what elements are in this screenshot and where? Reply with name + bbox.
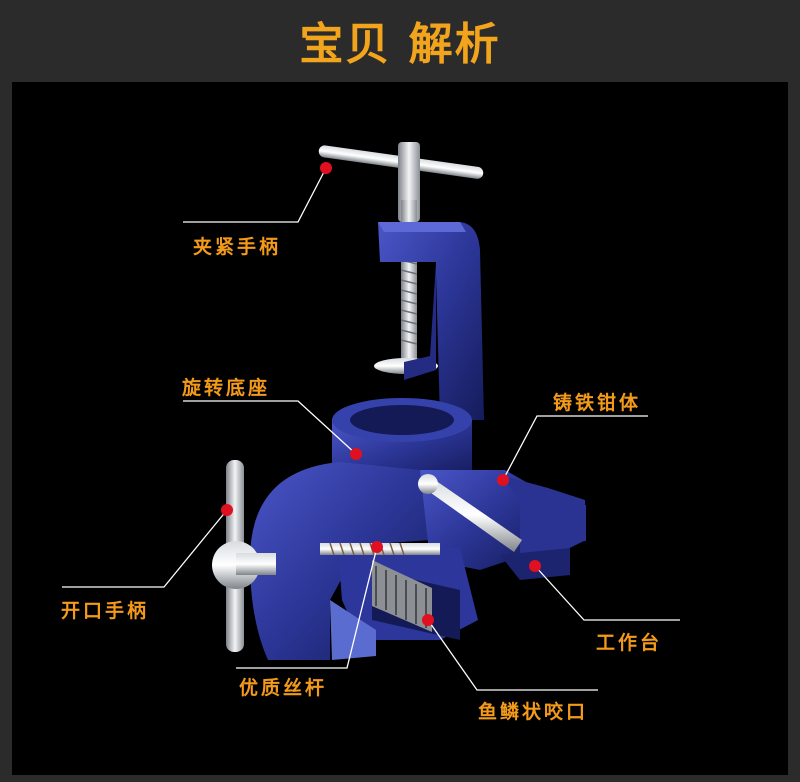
label-quality-screw: 优质丝杆	[239, 677, 328, 699]
lock-lever-shape	[418, 474, 522, 552]
label-opening-handle: 开口手柄	[61, 600, 150, 622]
leader-lines	[62, 167, 680, 691]
label-scale-jaw: 鱼鳞状咬口	[478, 701, 589, 723]
label-swivel-base: 旋转底座	[182, 377, 271, 399]
label-work-table: 工作台	[596, 632, 663, 654]
header-bar: 宝贝 解析	[0, 0, 800, 78]
marker-dots	[221, 162, 541, 626]
label-cast-iron-body: 铸铁钳体	[553, 392, 642, 414]
c-clamp-frame	[378, 222, 484, 420]
label-clamp-handle: 夹紧手柄	[193, 236, 282, 258]
page-title: 宝贝 解析	[299, 19, 501, 70]
